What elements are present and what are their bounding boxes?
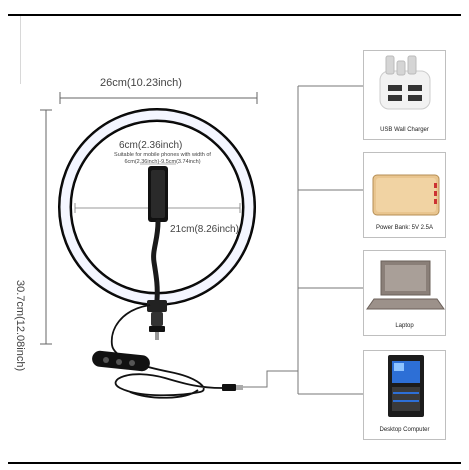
desktop-computer-caption: Desktop Computer — [379, 427, 430, 433]
gooseneck-arm — [151, 219, 161, 303]
usb-wall-charger-icon — [379, 55, 431, 110]
usb-cable — [110, 304, 223, 397]
ring-bottom-clamp — [147, 300, 167, 340]
width-dimension-label: 26cm(10.23inch) — [100, 77, 182, 89]
phone-holder-dimension-label: 6cm(2.36inch) — [119, 140, 183, 151]
left-border — [20, 16, 21, 84]
usb-plug — [222, 384, 243, 391]
usb-wall-charger-card: USB Wall Charger — [363, 50, 446, 140]
height-dimension-line — [40, 109, 52, 345]
inner-ring-dimension-label: 21cm(8.26inch) — [170, 224, 239, 235]
phone-holder — [140, 163, 176, 222]
power-bank-caption: Power Bank: 5V 2.5A — [375, 225, 434, 231]
power-bank-icon — [372, 174, 440, 216]
usb-cable-loop — [129, 389, 199, 399]
power-bank-card: Power Bank: 5V 2.5A — [363, 152, 446, 238]
laptop-caption: Laptop — [395, 323, 414, 329]
desktop-computer-card: Desktop Computer — [363, 350, 446, 440]
phone-compatibility-note: Suitable for mobile phones with width of… — [114, 152, 211, 165]
width-dimension-line — [59, 92, 258, 104]
desktop-computer-icon — [388, 355, 424, 417]
bottom-border — [8, 462, 461, 464]
laptop-card: Laptop — [363, 250, 446, 336]
remote-control — [92, 350, 150, 372]
laptop-icon — [366, 260, 445, 310]
connector-lines — [243, 85, 363, 395]
top-border — [8, 14, 461, 16]
height-dimension-label: 30.7cm(12.08inch) — [14, 280, 26, 372]
usb-wall-charger-caption: USB Wall Charger — [380, 127, 429, 133]
